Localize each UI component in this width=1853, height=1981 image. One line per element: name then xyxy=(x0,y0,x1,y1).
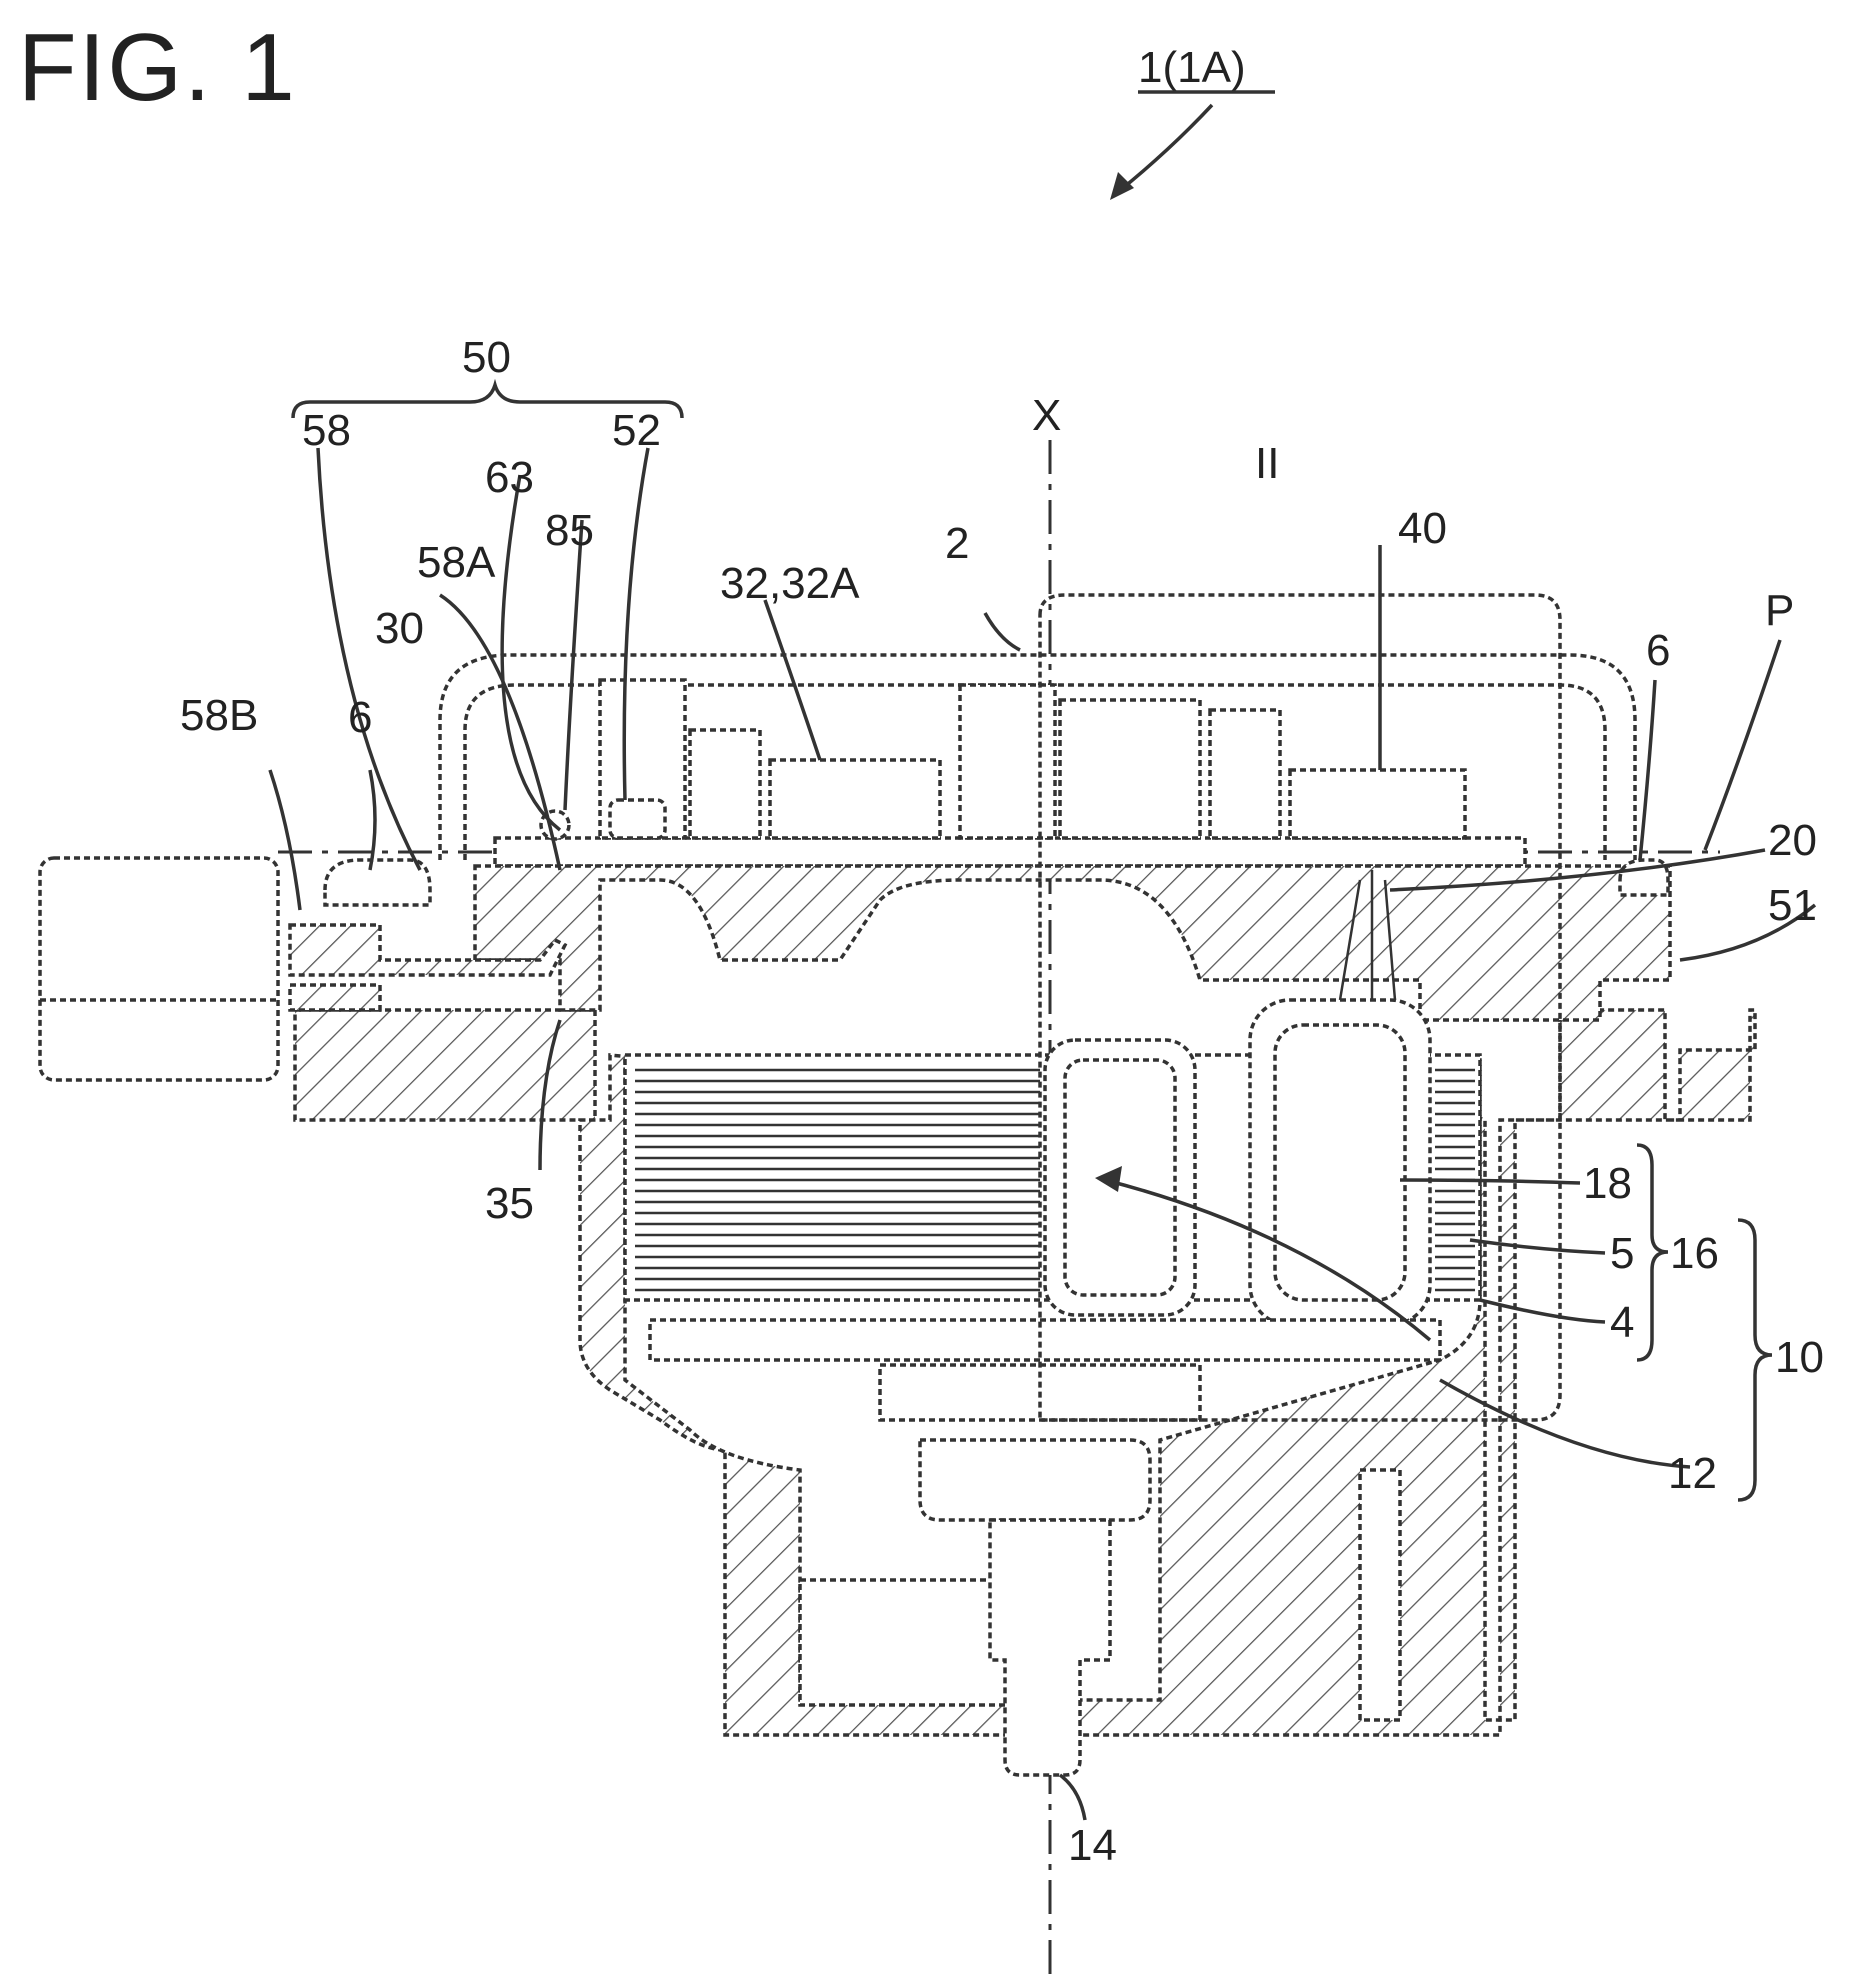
figure-title: FIG. 1 xyxy=(18,14,297,121)
label-35: 35 xyxy=(485,1179,534,1228)
label-16: 16 xyxy=(1670,1229,1719,1278)
label-6-right: 6 xyxy=(1646,626,1670,675)
reference-arrowhead xyxy=(1110,172,1134,200)
brace-10 xyxy=(1738,1220,1772,1500)
label-85: 85 xyxy=(545,506,594,555)
component-32 xyxy=(770,760,940,838)
reference-arrow xyxy=(1118,105,1212,192)
label-p: P xyxy=(1765,586,1794,635)
coil-18-right-inner xyxy=(1275,1025,1405,1300)
label-5: 5 xyxy=(1610,1229,1634,1278)
component-40 xyxy=(1290,770,1465,838)
screw-6-left xyxy=(325,860,430,905)
label-x: X xyxy=(1032,391,1061,440)
shaft-14 xyxy=(990,1520,1110,1775)
label-51: 51 xyxy=(1768,881,1817,930)
brace-16 xyxy=(1637,1145,1668,1360)
label-10: 10 xyxy=(1775,1333,1824,1382)
label-52: 52 xyxy=(612,406,661,455)
label-6-left: 6 xyxy=(348,693,372,742)
label-12: 12 xyxy=(1668,1449,1717,1498)
label-30: 30 xyxy=(375,604,424,653)
label-50: 50 xyxy=(462,333,511,382)
label-20: 20 xyxy=(1768,816,1817,865)
label-58: 58 xyxy=(302,406,351,455)
rotor-plate-upper xyxy=(650,1320,1440,1360)
base-plate-58B xyxy=(290,985,380,1010)
label-58B: 58B xyxy=(180,691,258,740)
label-58A: 58A xyxy=(417,538,496,587)
component-b xyxy=(690,730,760,838)
terminal-63 xyxy=(610,800,665,838)
bearing xyxy=(920,1440,1150,1520)
label-4: 4 xyxy=(1610,1298,1634,1347)
label-18: 18 xyxy=(1583,1159,1632,1208)
component-d xyxy=(1060,700,1200,838)
component-e xyxy=(1210,710,1280,838)
label-2: 2 xyxy=(945,519,969,568)
connector-body xyxy=(40,858,278,1080)
label-32-32A: 32,32A xyxy=(720,559,860,608)
label-14: 14 xyxy=(1068,1821,1117,1870)
label-ii: II xyxy=(1255,439,1279,488)
holder-52 xyxy=(475,866,1670,1020)
lower-pocket-right xyxy=(1360,1470,1400,1720)
label-40: 40 xyxy=(1398,504,1447,553)
circuit-board-30 xyxy=(495,838,1525,866)
figure-reference: 1(1A) xyxy=(1138,43,1246,92)
label-63: 63 xyxy=(485,453,534,502)
